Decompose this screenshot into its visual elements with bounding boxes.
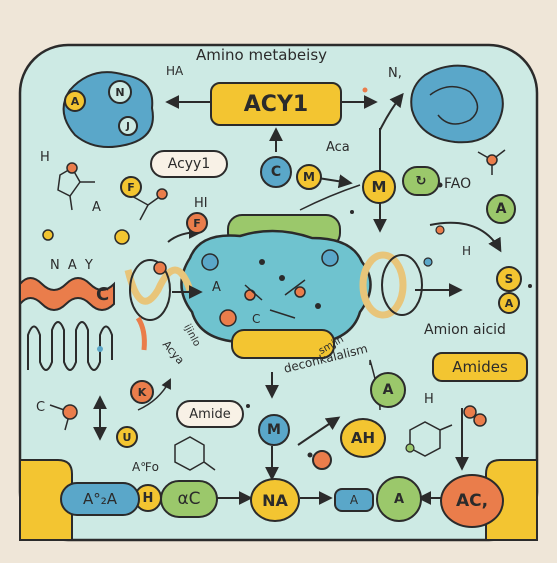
- amides-tag: Amides: [432, 352, 528, 382]
- node-u-yellow: U: [116, 426, 138, 448]
- acy1-central-box: ACY1: [210, 82, 342, 126]
- label-hi: HI: [194, 196, 208, 211]
- node-c-top: C: [260, 156, 292, 188]
- left-helix: [124, 266, 194, 305]
- node-a-left: A°₂A: [60, 482, 140, 516]
- label-fao: FAO: [444, 176, 472, 192]
- label-h-bottom: H: [424, 392, 434, 407]
- acy1-label: ACY1: [243, 91, 309, 117]
- acyy1-text: Acyy1: [167, 156, 211, 172]
- node-a-blue-label: A: [349, 493, 359, 507]
- node-ac-green-label: αC: [177, 489, 201, 509]
- node-c-top-label: C: [270, 164, 282, 180]
- node-f-small: F: [120, 176, 142, 198]
- node-ac: AC,: [440, 474, 504, 528]
- label-arrow-a: A: [212, 280, 221, 295]
- node-s-yellow-label: S: [504, 272, 514, 286]
- bottom-left-block: [19, 459, 73, 541]
- node-f-small-label: F: [127, 180, 135, 194]
- label-aca: Aca: [326, 140, 350, 155]
- node-ac-green: αC: [160, 480, 218, 518]
- amide-tag: Amide: [176, 400, 244, 428]
- left-membrane-strand: [19, 277, 115, 311]
- node-na-label: NA: [262, 490, 288, 510]
- acyy1-tag: Acyy1: [150, 150, 228, 178]
- node-ah: AH: [340, 418, 386, 458]
- label-h-right: H: [462, 244, 472, 258]
- diagram-title: Amino metabeisy: [196, 46, 328, 64]
- node-a-yellow-label: A: [504, 296, 514, 310]
- node-a-green-label: A: [495, 201, 507, 217]
- node-h-yellow: H: [134, 484, 162, 512]
- node-m-bottom-label: M: [267, 422, 281, 438]
- label-h-left: H: [40, 150, 50, 165]
- label-ao: A℉o: [132, 460, 159, 474]
- node-a-left-label: A°₂A: [82, 490, 118, 508]
- label-amion-aicid: Amion aicid: [424, 322, 506, 338]
- node-a-dot: A: [370, 372, 406, 408]
- node-k-orange: K: [130, 380, 154, 404]
- right-helix: [359, 251, 407, 319]
- label-c-mid: C: [252, 312, 261, 326]
- node-a-dot-label: A: [382, 382, 394, 398]
- molecule-bottom-mid: [174, 436, 216, 471]
- label-left-chain-c: C: [96, 284, 110, 305]
- node-f-orange: F: [186, 212, 208, 234]
- wave-signal: [27, 321, 113, 371]
- node-u-yellow-label: U: [122, 430, 132, 444]
- label-n-top: N,: [388, 66, 402, 81]
- node-s-yellow: S: [496, 266, 522, 292]
- label-ha: HA: [166, 64, 184, 78]
- amides-text: Amides: [452, 358, 508, 376]
- label-n-a-y: N A Y: [50, 258, 95, 273]
- label-c-left: C: [36, 400, 46, 415]
- node-ah-label: AH: [350, 429, 376, 447]
- node-j-blob: J: [118, 116, 138, 136]
- node-a-green-oval: A: [376, 476, 422, 522]
- node-m-top-label: M: [303, 170, 315, 184]
- node-na: NA: [250, 478, 300, 522]
- protein-blob-top-right: [410, 64, 504, 144]
- node-fao-green: ↻: [402, 166, 440, 196]
- amide-text: Amide: [189, 406, 231, 422]
- label-a-mid: A: [92, 200, 101, 215]
- node-a-green: A: [486, 194, 516, 224]
- node-f-orange-label: F: [193, 216, 201, 230]
- node-m-right-label: M: [371, 178, 387, 196]
- node-n-blob: N: [108, 80, 132, 104]
- node-a-blue: A: [334, 488, 374, 512]
- node-m-top: M: [296, 164, 322, 190]
- node-a-yellow: A: [498, 292, 520, 314]
- node-k-orange-label: K: [137, 385, 147, 399]
- node-ac-label: AC,: [455, 491, 489, 511]
- node-orange-dot: [312, 450, 332, 470]
- node-m-bottom: M: [258, 414, 290, 446]
- node-a-blob: A: [64, 90, 86, 112]
- enzyme-bottom-bar: [231, 329, 335, 359]
- node-m-right: M: [362, 170, 396, 204]
- node-h-yellow-label: H: [142, 490, 154, 506]
